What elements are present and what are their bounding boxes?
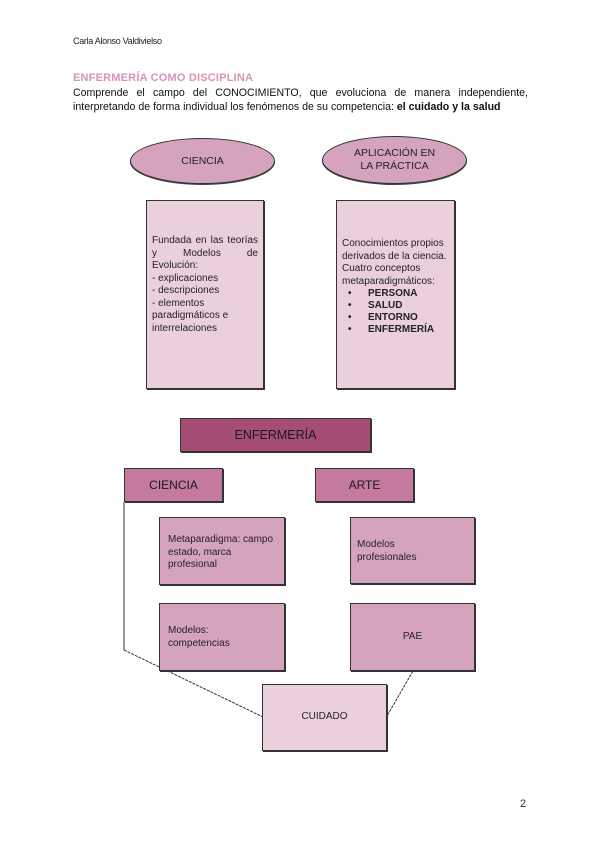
box-arte-header-label: ARTE: [348, 478, 381, 492]
box-ciencia-line-2: Evolución:: [152, 260, 199, 271]
box-ciencia-header: CIENCIA: [124, 468, 223, 502]
box-aplicacion-line-2: Cuatro conceptos metaparadigmáticos:: [342, 263, 435, 287]
box-enfermeria: ENFERMERÍA: [180, 418, 371, 452]
box-modelos-profesionales-label: Modelos profesionales: [357, 539, 417, 563]
ellipse-ciencia-label: CIENCIA: [181, 154, 224, 167]
box-ciencia-line-3: - explicaciones: [152, 272, 219, 284]
ellipse-aplicacion: APLICACIÓN EN LA PRÁCTICA: [322, 136, 467, 184]
page-number: 2: [520, 798, 527, 810]
list-item-label: ENFERMERÍA: [368, 324, 435, 335]
box-modelos-competencias: Modelos: competencias: [159, 603, 285, 671]
box-cuidado-label: CUIDADO: [301, 711, 348, 723]
bullet-icon: •: [348, 312, 352, 323]
section-heading: ENFERMERÍA COMO DISCIPLINA: [73, 72, 254, 84]
list-item: • ENFERMERÍA: [342, 324, 449, 336]
author-name: Carla Alonso Valdivielso: [73, 36, 162, 46]
box-cuidado: CUIDADO: [262, 684, 387, 751]
box-metaparadigma-label: Metaparadigma: campo estado, marca profe…: [168, 534, 274, 570]
ellipse-ciencia: CIENCIA: [130, 138, 275, 184]
box-aplicacion-line-1: Conocimientos propios derivados de la ci…: [342, 238, 447, 262]
box-ciencia-detail: Fundada en las teorías y Modelos de Enfe…: [146, 200, 264, 389]
box-modelos-competencias-label: Modelos: competencias: [168, 625, 230, 649]
intro-paragraph: Comprende el campo del CONOCIMIENTO, que…: [73, 86, 528, 114]
list-item-label: PERSONA: [368, 288, 418, 299]
list-item: • PERSONA: [342, 288, 449, 300]
list-item-label: ENTORNO: [368, 312, 418, 323]
intro-bold: el cuidado y la salud: [396, 101, 501, 113]
bullet-icon: •: [348, 324, 352, 335]
connector-pae-cuidado: [386, 670, 414, 717]
intro-text: Comprende el campo del CONOCIMIENTO, que…: [73, 87, 528, 113]
box-aplicacion-detail: Conocimientos propios derivados de la ci…: [336, 200, 455, 389]
box-ciencia-line-5: - elementos paradigmáticos e interrelaci…: [152, 297, 229, 334]
box-modelos-profesionales: Modelos profesionales: [350, 517, 475, 584]
bullet-icon: •: [348, 288, 352, 299]
box-enfermeria-label: ENFERMERÍA: [234, 428, 317, 442]
box-pae-label: PAE: [402, 630, 423, 642]
box-ciencia-line-4: - descripciones: [152, 285, 220, 296]
list-item: • ENTORNO: [342, 312, 449, 324]
list-item: • SALUD: [342, 300, 449, 312]
box-ciencia-line-1: Fundada en las teorías y Modelos de Enfe…: [152, 235, 258, 259]
ellipse-aplicacion-label: APLICACIÓN EN LA PRÁCTICA: [353, 147, 436, 172]
bullet-icon: •: [348, 300, 352, 311]
box-arte-header: ARTE: [315, 468, 414, 502]
box-pae: PAE: [350, 603, 475, 671]
list-item-label: SALUD: [368, 300, 403, 311]
metaparadigm-list: • PERSONA • SALUD • ENTORNO • ENFERMERÍA: [342, 288, 449, 336]
box-ciencia-header-label: CIENCIA: [149, 478, 198, 492]
box-metaparadigma: Metaparadigma: campo estado, marca profe…: [159, 517, 285, 585]
